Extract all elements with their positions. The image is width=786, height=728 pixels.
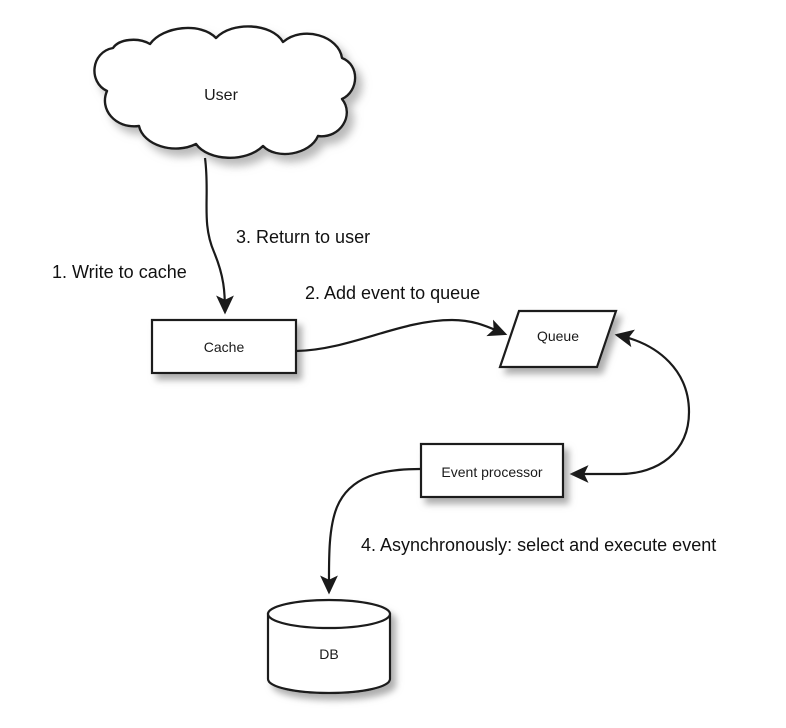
node-event-processor[interactable]: Event processor: [419, 442, 565, 499]
node-db-label: DB: [319, 646, 338, 662]
edge-queue-to-event-processor[interactable]: [569, 329, 691, 483]
edge-queue-to-event-processor-path: [569, 329, 691, 483]
event-processor-shape: [419, 442, 565, 499]
edge-cache-to-queue-path: [295, 318, 508, 353]
edge-label-write-to-cache: 1. Write to cache: [52, 262, 187, 282]
node-user-label: User: [204, 87, 238, 104]
cache-shape: [150, 318, 298, 375]
db-top-ellipse: [266, 598, 392, 630]
edge-user-to-cache-path: [203, 157, 234, 315]
edge-user-to-cache[interactable]: [203, 157, 234, 315]
node-cache-label: Cache: [204, 339, 245, 355]
node-event-processor-label: Event processor: [441, 464, 542, 480]
edge-label-asynchronously-select-and-execute-event: 4. Asynchronously: select and execute ev…: [361, 535, 716, 555]
node-cache[interactable]: Cache: [150, 318, 298, 375]
node-queue[interactable]: Queue: [498, 309, 618, 369]
edge-label-return-to-user: 3. Return to user: [236, 227, 370, 247]
cloud-shape: [93, 25, 357, 159]
db-body-shape: [266, 612, 392, 695]
edge-event-processor-to-db[interactable]: [320, 467, 421, 595]
node-user[interactable]: User: [93, 25, 357, 159]
edge-event-processor-to-db-path: [320, 467, 421, 595]
node-queue-label: Queue: [537, 328, 579, 344]
edge-cache-to-queue[interactable]: [295, 318, 508, 353]
edge-label-add-event-to-queue: 2. Add event to queue: [305, 283, 480, 303]
node-db[interactable]: DB: [266, 598, 392, 695]
